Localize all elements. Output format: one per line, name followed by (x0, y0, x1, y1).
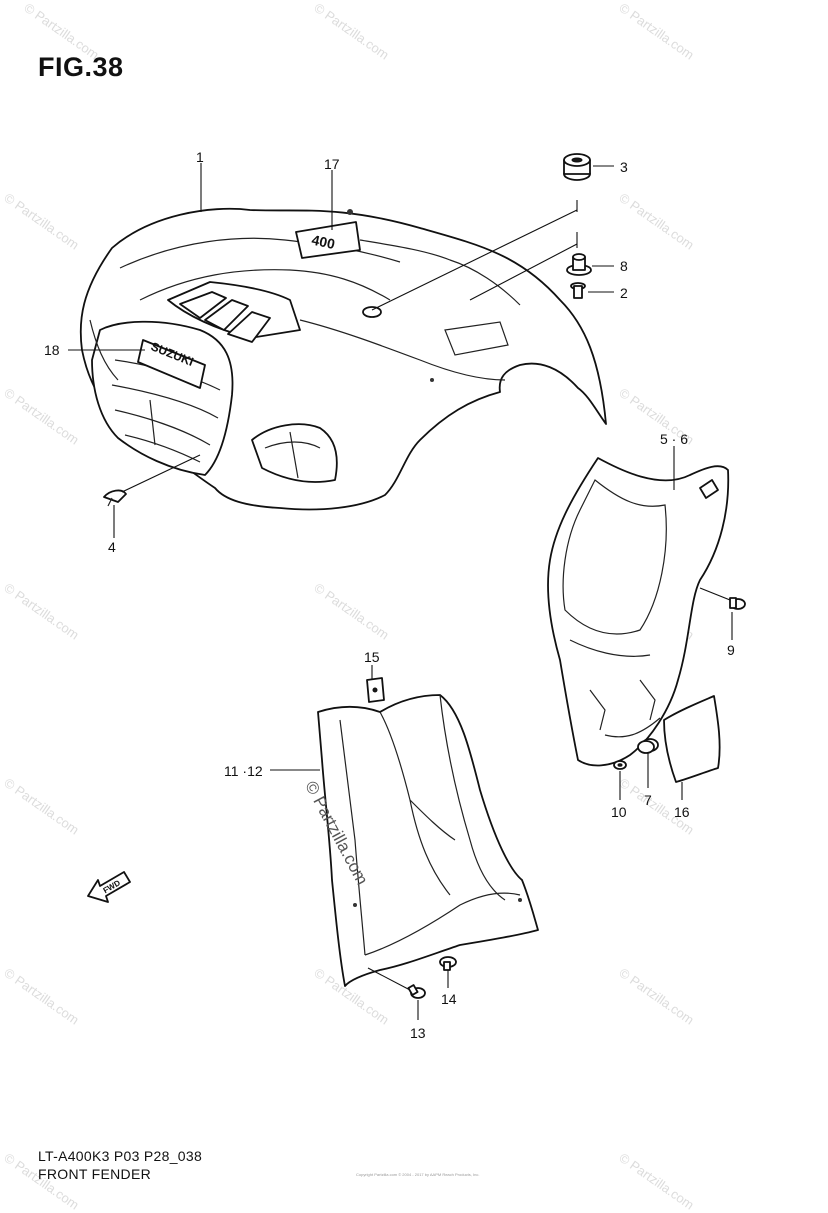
forward-direction-arrow: FWD (87, 871, 131, 903)
inner-fender[interactable] (317, 694, 539, 987)
screw[interactable] (439, 956, 457, 971)
cover-plate[interactable] (663, 695, 721, 783)
callout-2[interactable]: 2 (620, 285, 628, 301)
callout-4[interactable]: 4 (108, 539, 116, 555)
callout-10[interactable]: 10 (611, 804, 627, 820)
fender-decal[interactable]: 400 (295, 221, 361, 259)
clip-nut[interactable] (366, 677, 385, 703)
side-mud-guard[interactable] (547, 457, 730, 767)
screw[interactable] (729, 597, 746, 610)
figure-title: FIG.38 (38, 52, 124, 82)
callout-8[interactable]: 8 (620, 258, 628, 274)
screw[interactable] (407, 984, 426, 999)
callout-13[interactable]: 13 (410, 1025, 426, 1041)
decal-text: 400 (310, 231, 336, 252)
model-code: LT-A400K3 P03 P28_038 (38, 1148, 203, 1164)
callout-1[interactable]: 1 (196, 149, 204, 165)
callout-11-12[interactable]: 11 ·12 (224, 763, 263, 779)
callout-9[interactable]: 9 (727, 642, 735, 658)
callout-7[interactable]: 7 (644, 792, 652, 808)
washer[interactable] (613, 760, 627, 770)
collar[interactable] (566, 253, 592, 276)
callout-15[interactable]: 15 (364, 649, 380, 665)
callout-17[interactable]: 17 (324, 156, 340, 172)
callout-14[interactable]: 14 (441, 991, 457, 1007)
cushion[interactable] (637, 738, 659, 754)
callout-16[interactable]: 16 (674, 804, 690, 820)
copyright-text: Copyright Partzilla.com © 2004 - 2017 by… (356, 1172, 480, 1177)
leader-lines (68, 163, 733, 1020)
callout-3[interactable]: 3 (620, 159, 628, 175)
screw[interactable] (103, 489, 127, 507)
section-name: FRONT FENDER (38, 1166, 152, 1182)
front-fender-body[interactable] (79, 207, 607, 511)
grommet[interactable] (563, 153, 591, 181)
bolt[interactable] (570, 282, 586, 299)
callout-5-6[interactable]: 5 · 6 (660, 431, 689, 447)
callout-18[interactable]: 18 (44, 342, 60, 358)
